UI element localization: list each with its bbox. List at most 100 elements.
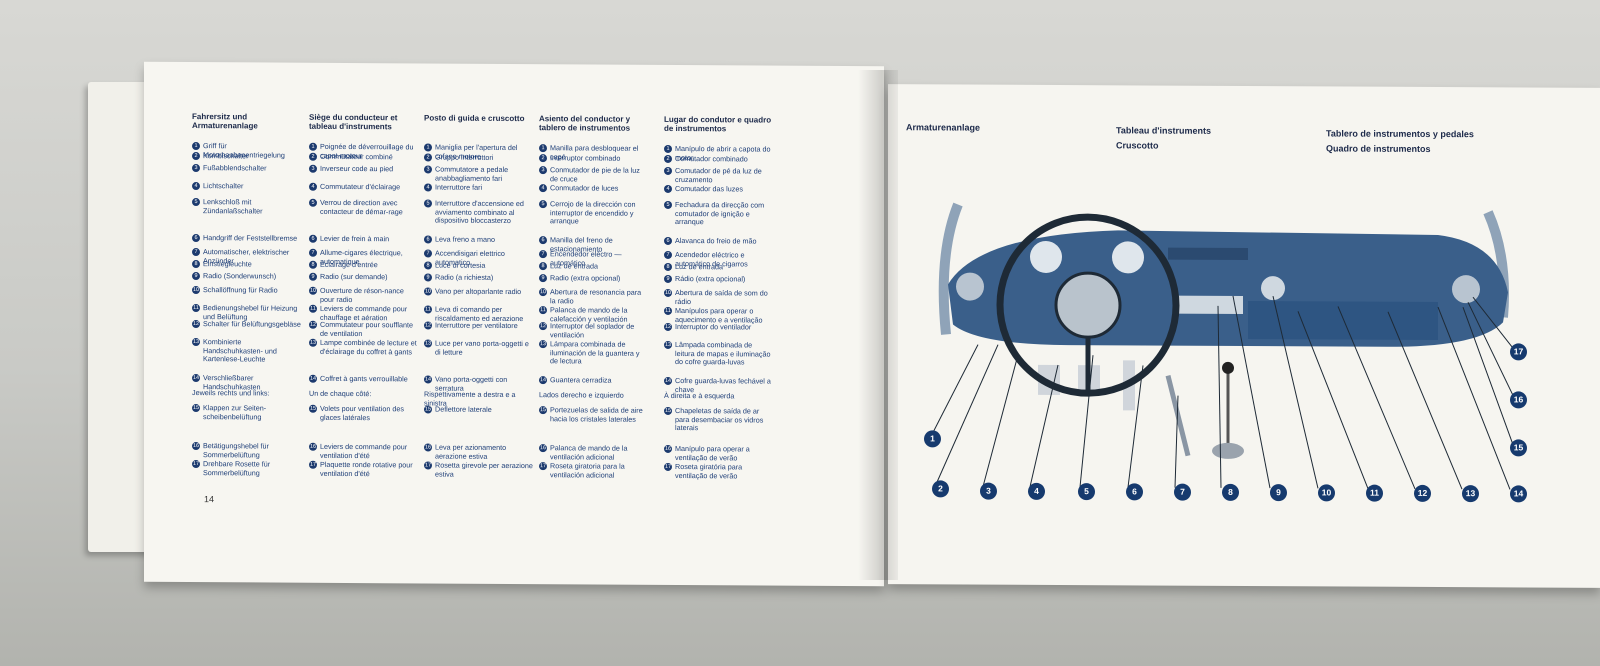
column-heading: Siège du conducteur et tableau d'instrum… (309, 112, 398, 132)
item-number: 14 (424, 375, 432, 384)
item-number: 7 (424, 249, 432, 258)
item-number: 9 (539, 274, 547, 283)
side-note: Un de chaque côté: (309, 388, 372, 399)
callout-badge-17: 17 (1510, 343, 1527, 361)
item-text: Lichtschalter (203, 181, 244, 191)
item-number: 3 (539, 166, 547, 175)
leader-lines (931, 295, 1515, 490)
book-gutter (858, 70, 898, 580)
item-text: Alavanca do freio de mão (675, 235, 757, 246)
defroster-vent (1168, 247, 1248, 261)
item-text: Levier de frein à main (320, 233, 390, 244)
glovebox-lid (1248, 301, 1438, 341)
item-number: 2 (664, 154, 672, 163)
callout-badge-14: 14 (1510, 485, 1527, 503)
item-number: 11 (424, 305, 432, 314)
item-number: 5 (309, 198, 317, 207)
item-text: Abertura de saída de som do rádio (675, 287, 768, 306)
item-number: 14 (539, 376, 547, 385)
item-number: 15 (664, 406, 672, 415)
item-text: Fußabblendschalter (203, 163, 267, 173)
item-text: Luz de entrada (550, 261, 598, 271)
right-page: Armaturenanlage Tableau d'instruments Cr… (888, 84, 1600, 588)
item-number: 15 (309, 404, 317, 413)
item-number: 12 (539, 322, 547, 331)
item-text: Conmutador de luces (550, 183, 619, 193)
item-number: 6 (192, 234, 200, 243)
side-note: Lados derecho e izquierdo (539, 390, 624, 400)
item-number: 13 (664, 340, 672, 349)
column-heading: Asiento del conductor y tablero de instr… (539, 114, 631, 133)
callout-badge-2: 2 (932, 480, 949, 498)
item-text: Commutatore a pedale anabbagliamento far… (435, 164, 509, 183)
item-text: Luce per vano porta-oggetti e di letture (435, 338, 529, 357)
legend-column-2: Siège du conducteur et tableau d'instrum… (309, 112, 421, 478)
item-number: 9 (424, 273, 432, 282)
item-number: 4 (539, 184, 547, 193)
callout-badge-6: 6 (1126, 483, 1143, 501)
item-number: 17 (192, 460, 200, 469)
item-text: Palanca de mando de la ventilación adici… (550, 443, 628, 462)
item-text: Roseta giratoria para la ventilación adi… (550, 461, 625, 480)
item-number: 12 (309, 320, 317, 329)
tachometer (1112, 241, 1144, 274)
item-number: 9 (309, 272, 317, 281)
callout-badge-1: 1 (924, 430, 941, 448)
item-number: 3 (664, 166, 672, 175)
item-number: 14 (664, 376, 672, 385)
item-number: 10 (309, 286, 317, 295)
item-number: 2 (192, 152, 200, 161)
side-note: Rispettivamente a destra e a sinistra (424, 389, 516, 408)
item-number: 3 (192, 164, 200, 173)
item-text: Radio (extra opcional) (550, 273, 621, 283)
item-text: Handgriff der Feststellbremse (203, 233, 298, 243)
clock-gauge (1261, 276, 1285, 301)
item-text: Fechadura da direcção com comutador de i… (675, 199, 765, 227)
item-number: 12 (424, 321, 432, 330)
item-number: 8 (309, 260, 317, 269)
item-text: Coffret à gants verrouillable (320, 373, 408, 384)
item-text: Klappen zur Seiten-scheibenbelüftung (203, 403, 267, 422)
item-text: Schalter für Belüftungsgebläse (203, 319, 301, 329)
legend-column-4: Asiento del conductor y tablero de instr… (539, 114, 651, 479)
legend-column-5: Lugar do condutor e quadro de instrument… (664, 114, 776, 480)
item-text: Lenkschloß mit Zündanlaßschalter (203, 197, 263, 216)
item-text: Kombinierte Handschuhkasten- und Kartenl… (203, 337, 277, 364)
item-text: Interruptor del soplador de ventilación (550, 321, 635, 340)
item-number: 6 (539, 236, 547, 245)
callout-badge-3: 3 (980, 482, 997, 500)
item-number: 1 (424, 143, 432, 152)
item-text: Comutador combinado (675, 153, 748, 164)
column-heading: Lugar do condutor e quadro de instrument… (664, 114, 772, 134)
item-number: 3 (424, 165, 432, 174)
callout-badge-4: 4 (1028, 482, 1045, 500)
speedometer (1030, 240, 1062, 273)
item-number: 1 (309, 142, 317, 151)
item-text: Radio (a richiesta) (435, 272, 494, 282)
gear-boot (1212, 442, 1244, 459)
item-text: Portezuelas de salida de aire hacia los … (550, 405, 643, 424)
item-number: 3 (309, 164, 317, 173)
callout-badge-7: 7 (1174, 483, 1191, 501)
